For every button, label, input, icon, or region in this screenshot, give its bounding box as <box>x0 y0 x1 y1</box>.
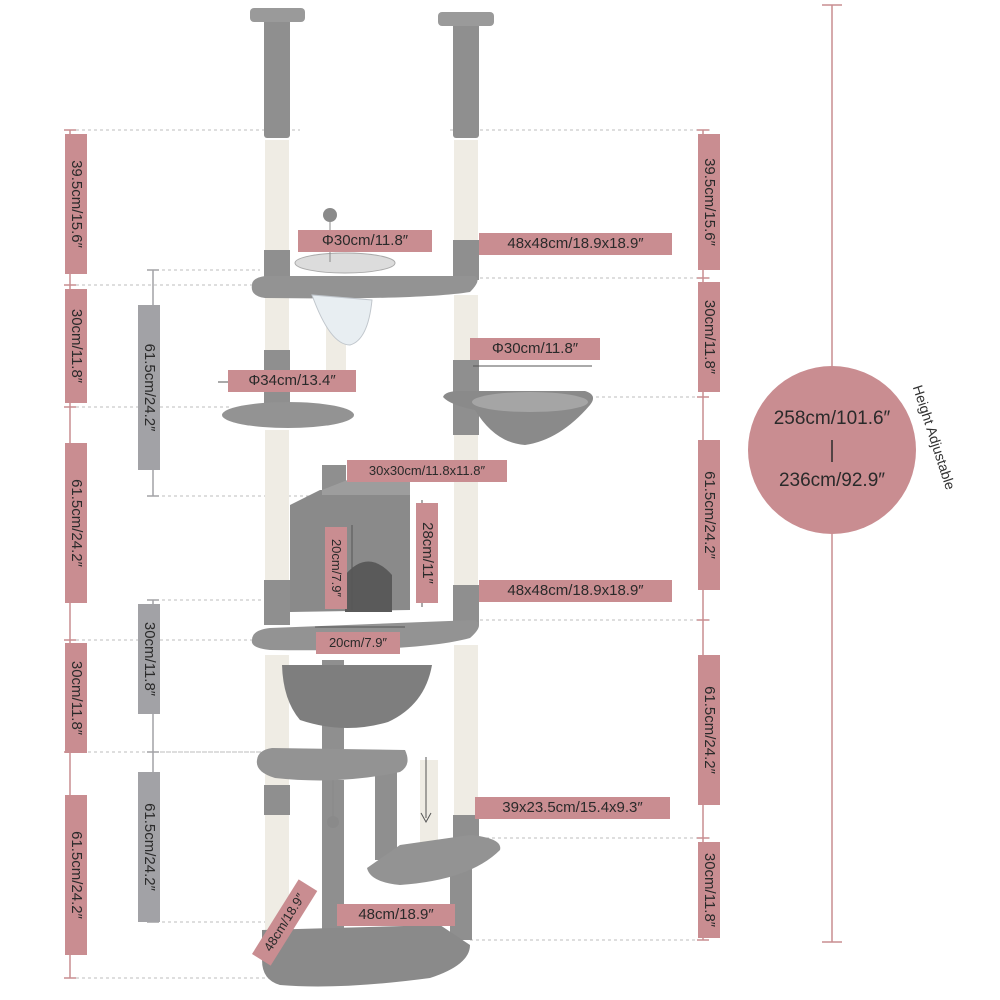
right-dim-2: 30cm/11.8″ <box>698 282 720 392</box>
left-dim-4: 30cm/11.8″ <box>65 643 87 753</box>
right-dim-5: 30cm/11.8″ <box>698 842 720 938</box>
left-dim-3: 61.5cm/24.2″ <box>65 443 87 603</box>
top-platform-label: 48x48cm/18.9x18.9″ <box>479 233 672 255</box>
left-dim-2: 30cm/11.8″ <box>65 289 87 403</box>
step-label: 39x23.5cm/15.4x9.3″ <box>475 797 670 819</box>
condo-top-label: 30x30cm/11.8x11.8″ <box>347 460 507 482</box>
basket-label: Φ30cm/11.8″ <box>470 338 600 360</box>
inner-dim-1: 61.5cm/24.2″ <box>138 305 160 470</box>
height-min: 236cm/92.9″ <box>778 470 885 491</box>
condo-height-label: 28cm/11″ <box>416 503 438 603</box>
guide-lines <box>70 129 710 979</box>
inner-dim-2: 30cm/11.8″ <box>138 604 160 714</box>
right-dim-3: 61.5cm/24.2″ <box>698 440 720 590</box>
right-dim-1: 39.5cm/15.6″ <box>698 134 720 270</box>
mid-platform-label: 48x48cm/18.9x18.9″ <box>479 580 672 602</box>
base-width-label: 48cm/18.9″ <box>337 904 455 926</box>
inner-dim-3: 61.5cm/24.2″ <box>138 772 160 922</box>
bowl-top-label: Φ30cm/11.8″ <box>298 230 432 252</box>
left-dim-1: 39.5cm/15.6″ <box>65 134 87 274</box>
right-dim-4: 61.5cm/24.2″ <box>698 655 720 805</box>
left-dim-5: 61.5cm/24.2″ <box>65 795 87 955</box>
height-max: 258cm/101.6″ <box>773 408 891 429</box>
door-height-label: 20cm/7.9″ <box>325 527 347 609</box>
round-platform-label: Φ34cm/13.4″ <box>228 370 356 392</box>
door-width-label: 20cm/7.9″ <box>316 632 400 654</box>
